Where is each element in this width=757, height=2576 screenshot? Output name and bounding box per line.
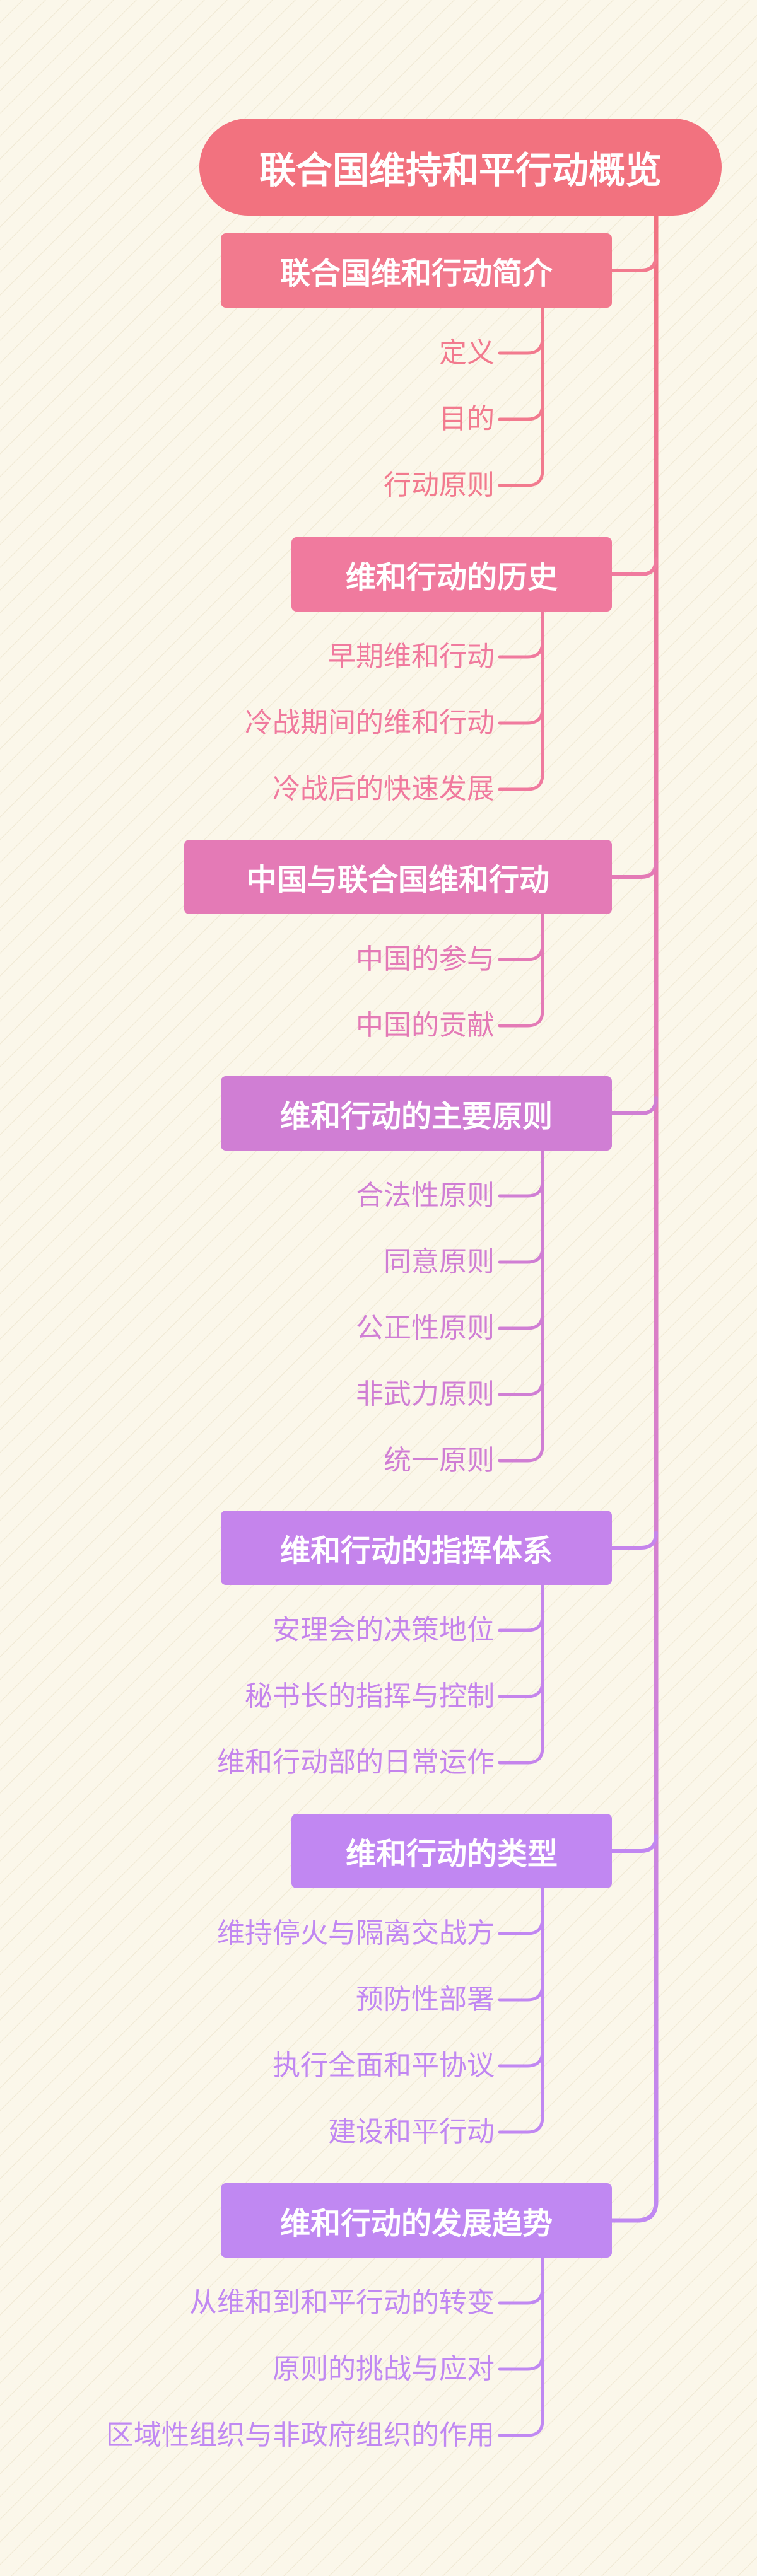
leaf-trunk-connector [498, 610, 544, 791]
leaf-connector [498, 706, 544, 725]
leaf-connector [498, 1245, 544, 1264]
leaf-connector [498, 1917, 544, 1935]
category-node[interactable]: 中国与联合国维和行动 [184, 840, 612, 914]
leaf-trunk-connector [498, 1583, 544, 1765]
leaf-node[interactable]: 维和行动部的日常运作 [217, 1746, 495, 1778]
leaf-node[interactable]: 区域性组织与非政府组织的作用 [106, 2419, 495, 2451]
leaf-node[interactable]: 定义 [439, 337, 495, 369]
leaf-node[interactable]: 冷战后的快速发展 [273, 773, 495, 805]
category-connector [610, 1531, 658, 1550]
root-node[interactable]: 联合国维持和平行动概览 [199, 119, 722, 216]
category-connector [610, 1834, 658, 1853]
leaf-node[interactable]: 行动原则 [384, 469, 495, 501]
leaf-connector [498, 640, 544, 659]
leaf-connector [498, 1378, 544, 1396]
leaf-trunk-connector [498, 1886, 544, 2134]
leaf-connector [498, 402, 544, 421]
leaf-connector [498, 1311, 544, 1330]
leaf-node[interactable]: 秘书长的指挥与控制 [245, 1680, 495, 1712]
leaf-node[interactable]: 建设和平行动 [328, 2116, 495, 2148]
leaf-node[interactable]: 早期维和行动 [328, 641, 495, 673]
leaf-node[interactable]: 冷战期间的维和行动 [245, 707, 495, 739]
leaf-node[interactable]: 非武力原则 [356, 1378, 495, 1410]
category-connector [610, 1096, 658, 1115]
leaf-trunk-connector [498, 2256, 544, 2437]
leaf-node[interactable]: 统一原则 [384, 1444, 495, 1477]
leaf-trunk-connector [498, 912, 544, 1028]
leaf-node[interactable]: 从维和到和平行动的转变 [189, 2287, 495, 2319]
leaf-node[interactable]: 合法性原则 [356, 1180, 495, 1212]
leaf-node[interactable]: 公正性原则 [356, 1312, 495, 1344]
leaf-connector [498, 1680, 544, 1698]
leaf-node[interactable]: 原则的挑战与应对 [273, 2353, 495, 2385]
leaf-node[interactable]: 同意原则 [384, 1246, 495, 1278]
leaf-node[interactable]: 执行全面和平协议 [273, 2050, 495, 2082]
main-spine-connector [609, 187, 659, 2223]
category-node[interactable]: 维和行动的发展趋势 [221, 2183, 612, 2258]
leaf-connector [498, 1983, 544, 2002]
category-connector [610, 557, 658, 576]
leaf-connector [498, 1179, 544, 1198]
leaf-node[interactable]: 中国的参与 [356, 943, 495, 975]
leaf-connector [498, 336, 544, 355]
category-node[interactable]: 维和行动的历史 [291, 537, 612, 612]
leaf-trunk-connector [498, 306, 544, 487]
leaf-trunk-connector [498, 1149, 544, 1463]
leaf-connector [498, 943, 544, 961]
leaf-node[interactable]: 目的 [439, 403, 495, 435]
leaf-connector [498, 2352, 544, 2371]
leaf-node[interactable]: 预防性部署 [356, 1983, 495, 2016]
category-connector [610, 253, 658, 272]
category-node[interactable]: 维和行动的类型 [291, 1814, 612, 1888]
category-node[interactable]: 维和行动的主要原则 [221, 1076, 612, 1151]
category-node[interactable]: 联合国维和行动简介 [221, 233, 612, 308]
leaf-connector [498, 2049, 544, 2068]
leaf-node[interactable]: 安理会的决策地位 [273, 1614, 495, 1646]
category-connector [610, 860, 658, 879]
leaf-connector [498, 1613, 544, 1632]
category-node[interactable]: 维和行动的指挥体系 [221, 1511, 612, 1585]
leaf-node[interactable]: 中国的贡献 [356, 1009, 495, 1041]
leaf-node[interactable]: 维持停火与隔离交战方 [217, 1917, 495, 1949]
leaf-connector [498, 2286, 544, 2305]
